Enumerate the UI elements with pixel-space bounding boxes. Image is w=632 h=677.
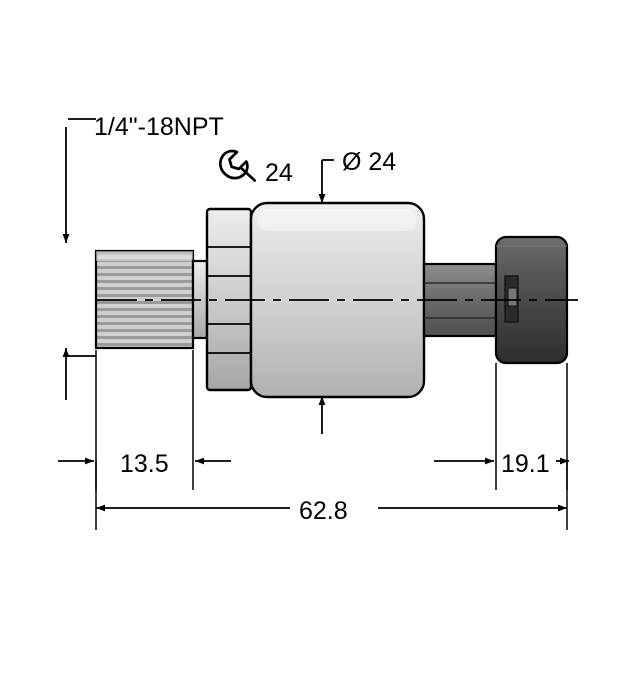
thread-highlight — [96, 251, 193, 261]
label-diameter: Ø 24 — [342, 148, 396, 176]
wrench-icon — [218, 149, 257, 182]
dim-thread-length: 13.5 — [120, 450, 169, 478]
label-wrench-size: 24 — [265, 159, 293, 187]
label-thread: 1/4"-18NPT — [94, 113, 224, 141]
dim-total-length: 62.8 — [299, 497, 348, 525]
dim-connector-length: 19.1 — [501, 450, 550, 478]
connector-pin — [507, 287, 518, 307]
housing-highlight — [258, 209, 416, 231]
dimension-lines — [58, 118, 569, 530]
